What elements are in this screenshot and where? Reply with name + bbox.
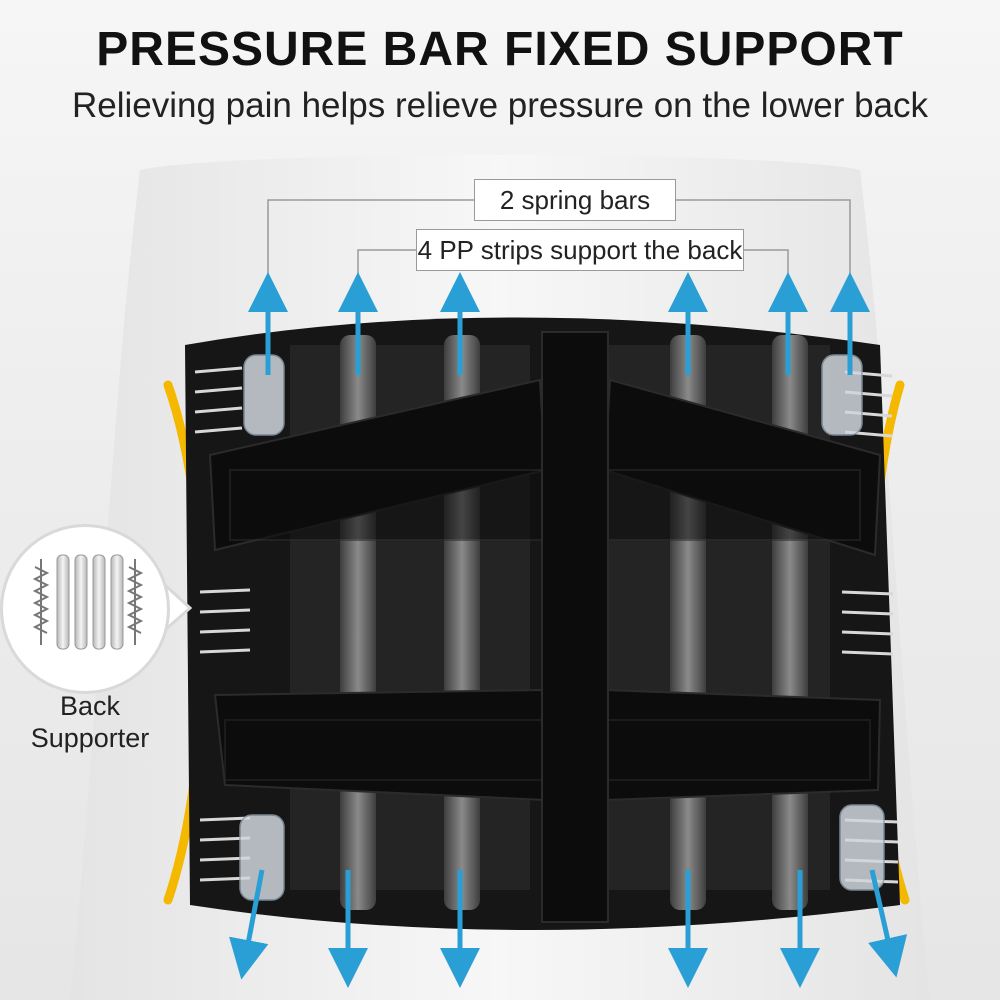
spring-icon xyxy=(126,559,144,645)
belt-straps xyxy=(208,331,882,923)
spring-bar-left-bottom xyxy=(239,814,285,901)
page-subtitle: Relieving pain helps relieve pressure on… xyxy=(71,86,929,125)
arrows-down xyxy=(229,869,908,988)
spring-bars-callout: 2 spring bars xyxy=(474,179,676,221)
pp-stay-4 xyxy=(772,335,808,910)
rod-icons xyxy=(56,554,124,650)
spring-bar-right-top xyxy=(821,354,863,436)
supporter-parts-icon xyxy=(32,554,144,650)
back-supporter-caption: Back Supporter xyxy=(30,691,150,753)
arrow-down-icon xyxy=(868,869,908,978)
spring-icon xyxy=(32,559,50,645)
spring-bar-left-top xyxy=(243,354,285,436)
center-spine-strap xyxy=(541,331,609,923)
arrow-down-icon xyxy=(229,869,269,980)
arrows-up xyxy=(248,272,870,375)
pp-strips-callout: 4 PP strips support the back xyxy=(416,229,744,271)
leader-spring-bars xyxy=(267,199,474,285)
page-title: PRESSURE BAR FIXED SUPPORT xyxy=(96,23,904,76)
spring-bar-right-bottom xyxy=(839,804,885,891)
spring-bars xyxy=(239,354,885,901)
back-supporter-inset xyxy=(0,524,170,694)
